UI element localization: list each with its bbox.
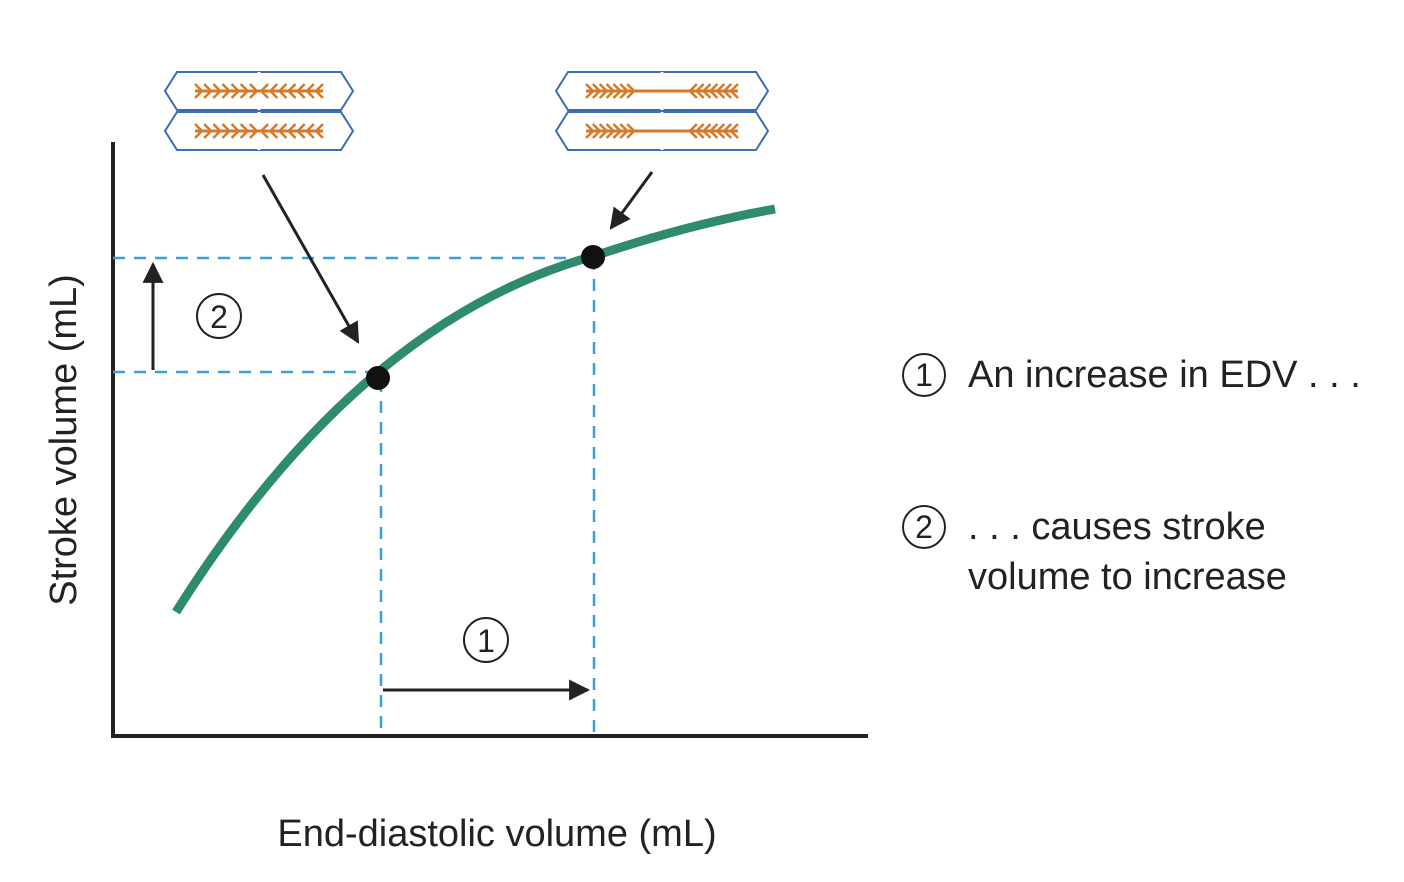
legend-marker-1: 1 xyxy=(902,353,946,397)
point-high-edv xyxy=(581,245,605,269)
legend-text-2: . . . causes stroke volume to increase xyxy=(968,506,1287,598)
pointer-arrow-low xyxy=(261,174,360,344)
pointer-arrow-high xyxy=(609,171,654,230)
sv-step-marker: 2 xyxy=(196,293,242,339)
svg-text:1: 1 xyxy=(477,623,495,659)
legend-item-2: 2 . . . causes stroke volume to increase xyxy=(902,502,1402,602)
legend-marker-2: 2 xyxy=(902,505,946,549)
y-axis-label: Stroke volume (mL) xyxy=(43,274,85,606)
frank-starling-curve xyxy=(172,204,776,615)
point-low-edv xyxy=(366,366,390,390)
edv-step-marker: 1 xyxy=(463,617,509,663)
sarcomere-stretched-icon xyxy=(554,71,770,151)
sarcomere-short-icon xyxy=(163,71,355,151)
x-axis-label: End-diastolic volume (mL) xyxy=(277,813,716,855)
guide-lines xyxy=(113,256,596,736)
legend-text-1: An increase in EDV . . . xyxy=(968,354,1361,396)
legend-item-1: 1 An increase in EDV . . . xyxy=(902,350,1402,400)
svg-text:2: 2 xyxy=(210,299,228,335)
